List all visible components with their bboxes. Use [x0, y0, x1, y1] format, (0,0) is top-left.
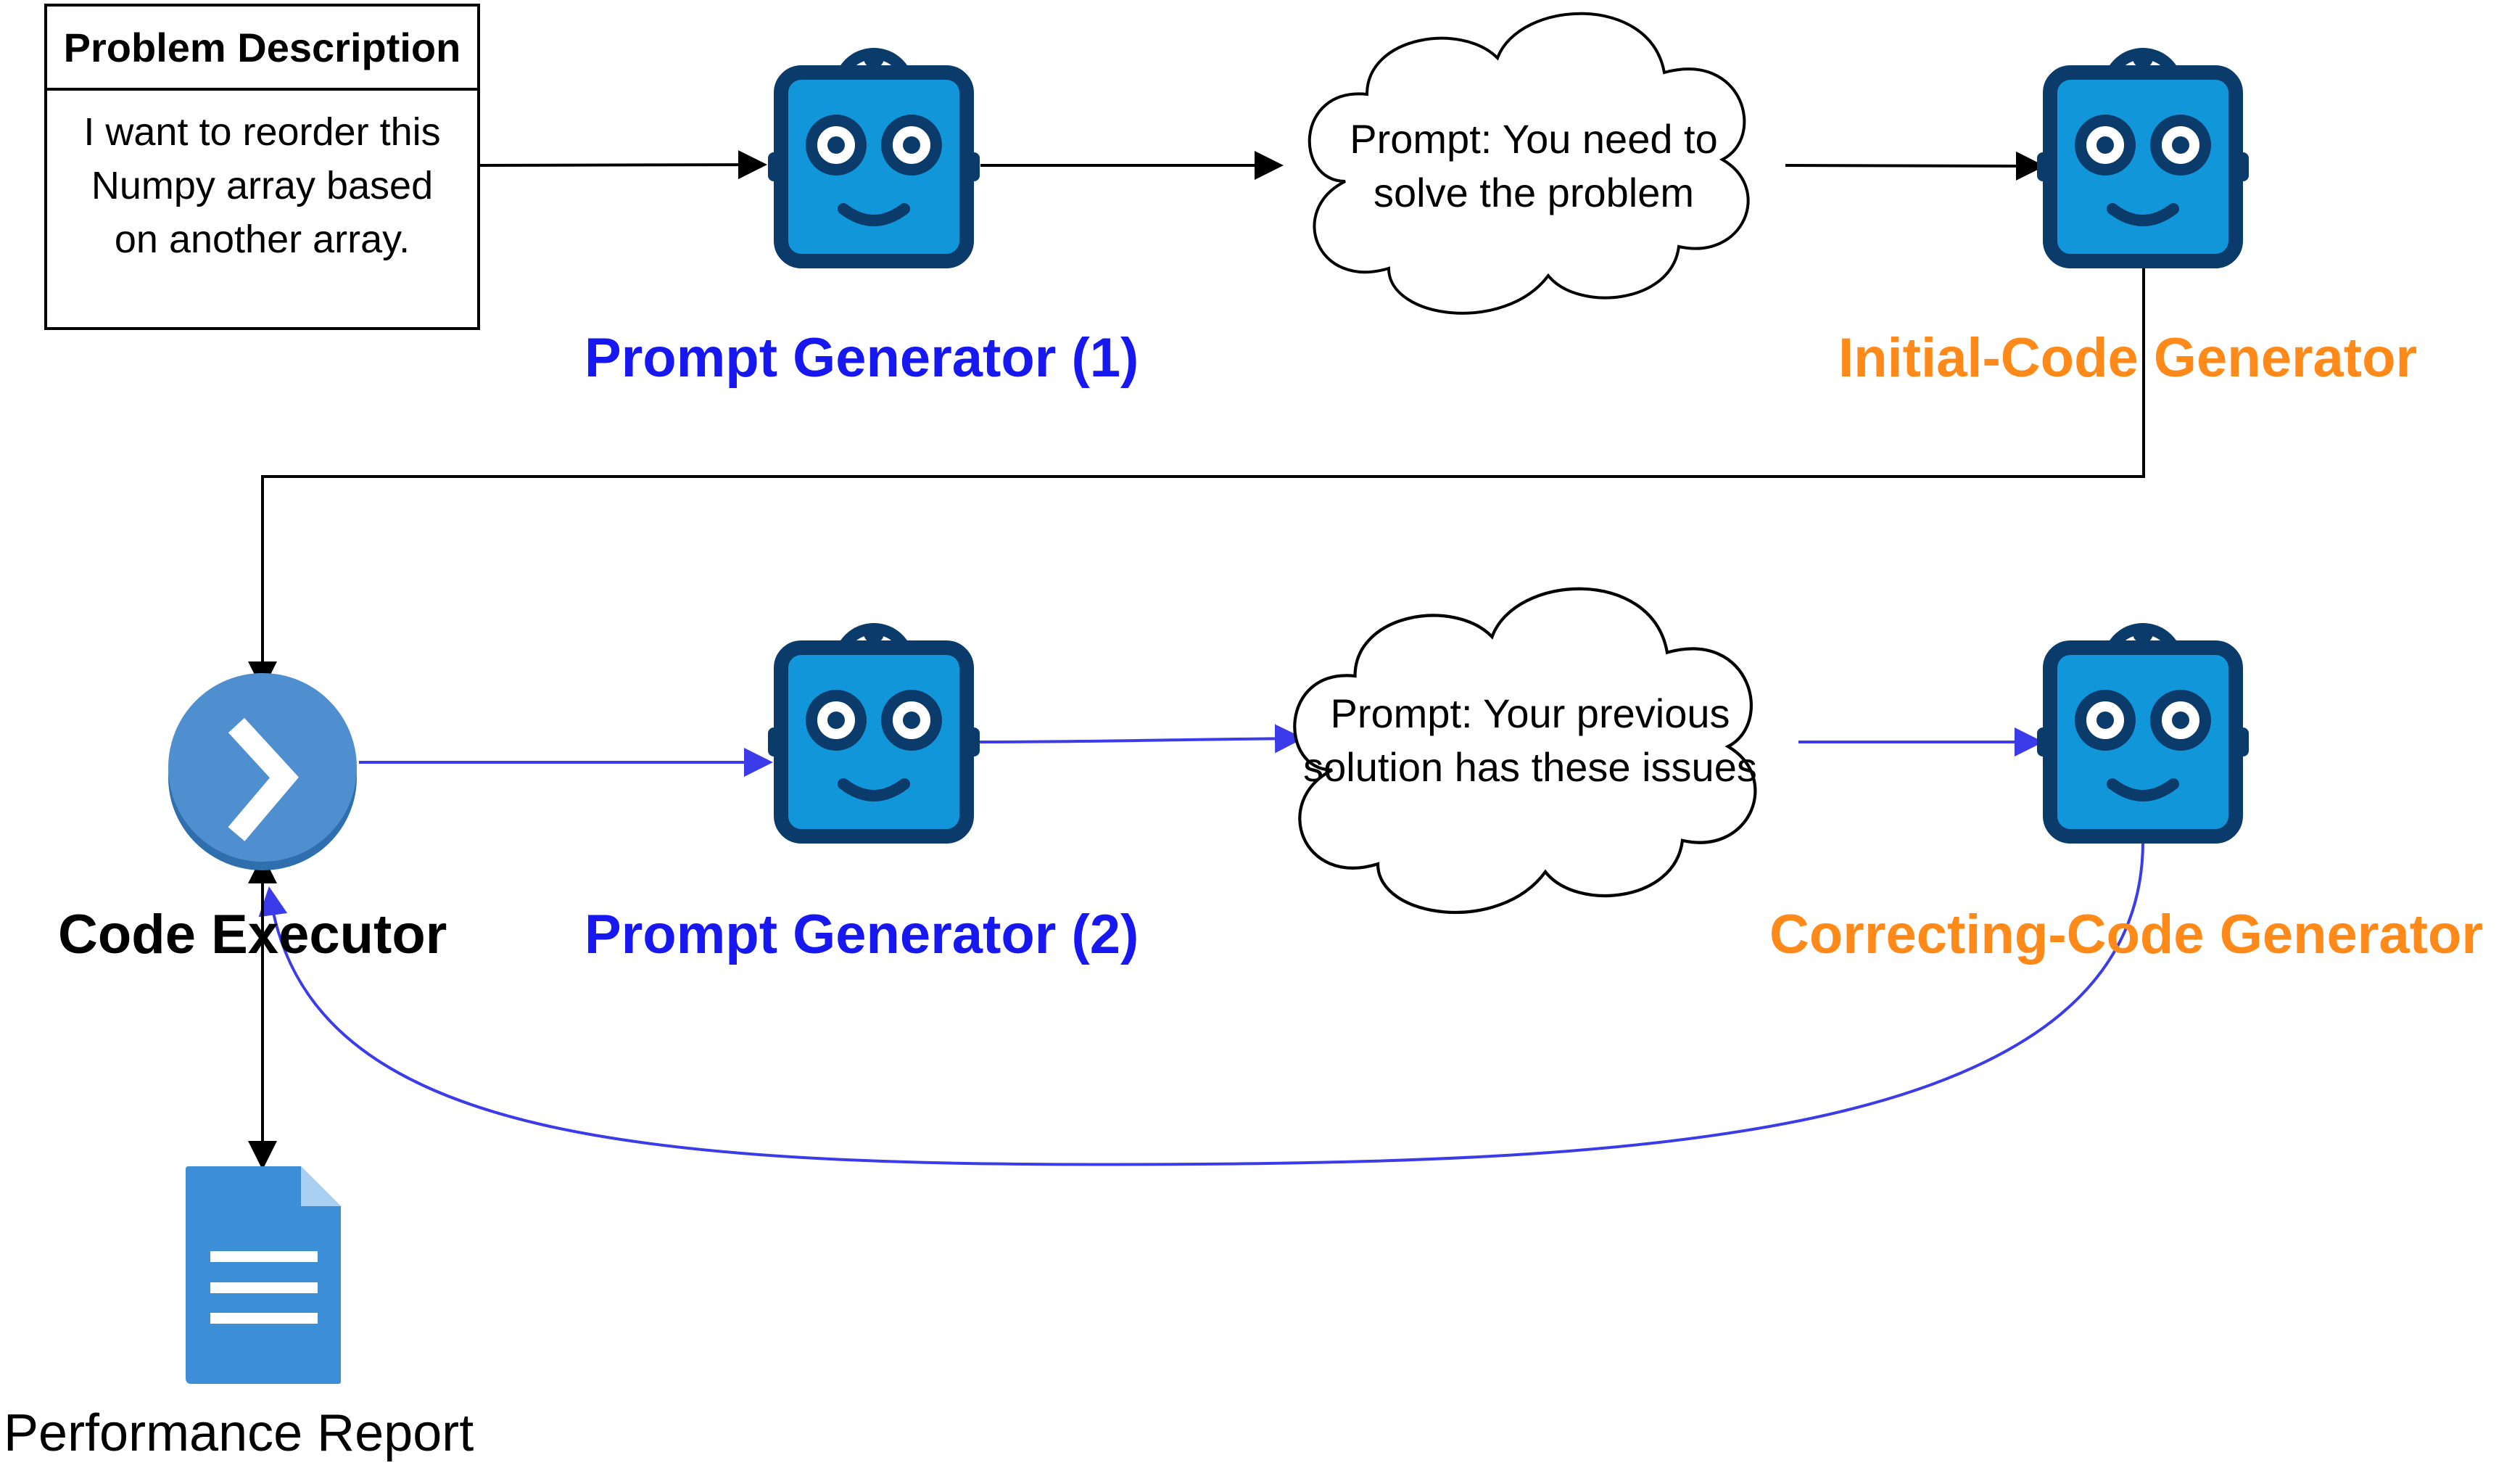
prompt-line: Prompt: You need to: [1350, 116, 1718, 162]
problem-description-body: I want to reorder this Numpy array based…: [47, 91, 477, 266]
initial-code-generator-label: Initial-Code Generator: [1838, 327, 2418, 389]
prompt-generator-1-label: Prompt Generator (1): [584, 327, 1139, 389]
arrow-prompt2-to-cloud: [978, 724, 1304, 754]
prompt-cloud-1-text: Prompt: You need to solve the problem: [1316, 112, 1751, 220]
prompt-cloud-2-text: Prompt: Your previous solution has these…: [1284, 687, 1777, 794]
correcting-code-generator-robot-icon: [2037, 623, 2249, 836]
prompt-line: solution has these issues: [1303, 744, 1757, 790]
problem-line: I want to reorder this: [83, 110, 441, 154]
performance-report-label: Performance Report: [4, 1404, 474, 1462]
problem-description-box: Problem Description I want to reorder th…: [44, 4, 480, 330]
arrow-correcting-to-executor: [258, 841, 2144, 1166]
prompt-generator-2-robot-icon: [768, 623, 980, 836]
problem-line: Numpy array based: [91, 164, 434, 207]
arrow-initial-to-executor: [248, 265, 2145, 690]
prompt-generator-2-label: Prompt Generator (2): [584, 904, 1139, 965]
problem-description-header: Problem Description: [47, 7, 477, 91]
code-executor-label: Code Executor: [58, 904, 447, 965]
code-executor-icon: [168, 673, 357, 870]
performance-report-document-icon: [186, 1166, 341, 1384]
correcting-code-generator-label: Correcting-Code Generator: [1769, 904, 2483, 965]
prompt-line: Prompt: Your previous: [1330, 690, 1730, 736]
problem-line: on another array.: [114, 218, 410, 261]
initial-code-generator-robot-icon: [2037, 48, 2249, 261]
prompt-generator-1-robot-icon: [768, 48, 980, 261]
arrow-cloud-to-initial: [1785, 151, 2045, 181]
prompt-line: solve the problem: [1373, 170, 1694, 215]
